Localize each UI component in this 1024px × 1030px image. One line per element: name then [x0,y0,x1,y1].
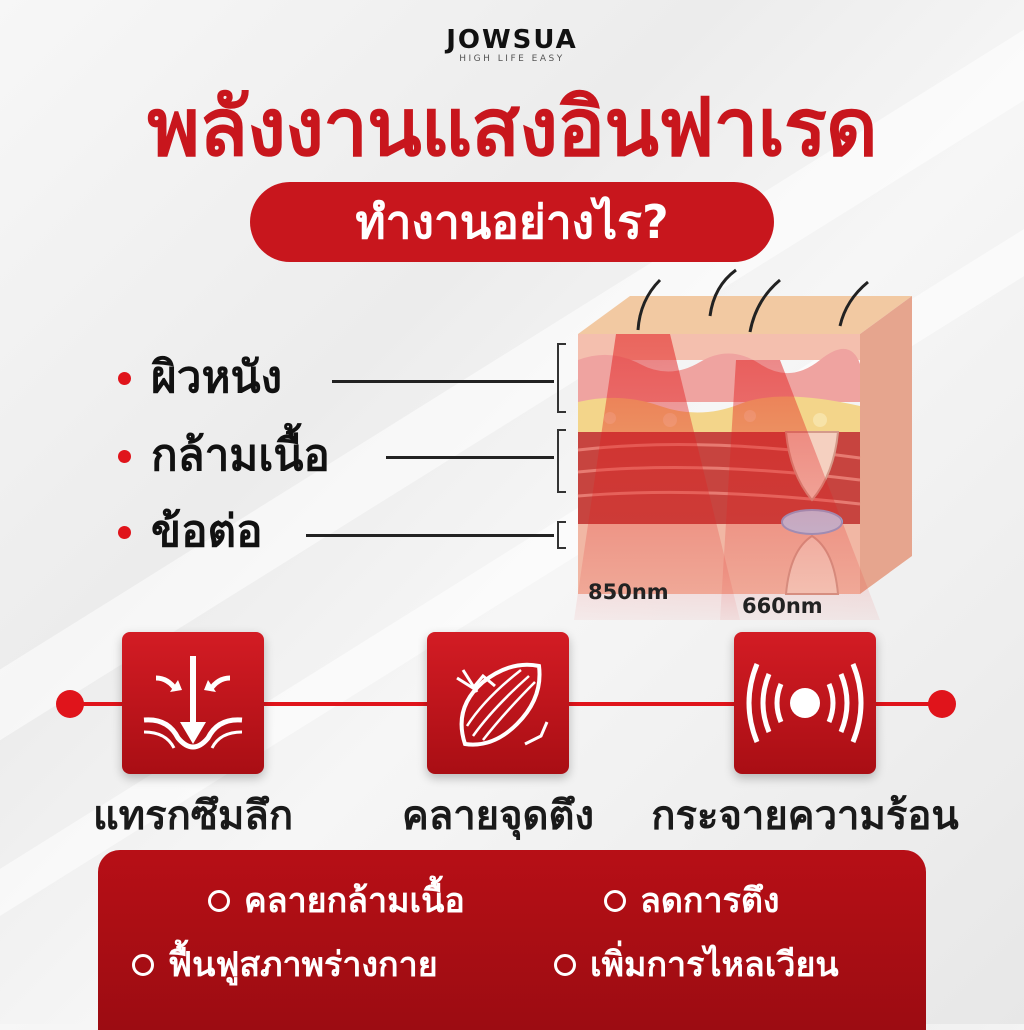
feature-card-penetrate [122,632,264,774]
page-title: พลังงานแสงอินฟาเรด [147,81,878,174]
benefit-text: เพิ่มการไหลเวียน [590,945,839,985]
wavelength-850-label: 850nm [588,580,669,604]
benefit-text: คลายกล้ามเนื้อ [244,881,465,921]
layer-label-text: ข้อต่อ [151,506,263,557]
circle-bullet-icon [604,890,626,912]
brand-logo: JOWSUA HIGH LIFE EASY [0,26,1024,65]
heat-wave-icon [746,663,864,743]
bullet-icon [118,525,131,539]
penetrate-icon [143,656,243,750]
benefit-item: ฟื้นฟูสภาพร่างกาย [132,944,438,986]
feature-caption-muscle: คลายจุดตึง [401,793,595,839]
brand-tagline: HIGH LIFE EASY [459,54,565,64]
benefit-text: ฟื้นฟูสภาพร่างกาย [168,945,438,985]
leader-line-joint [306,534,554,537]
leader-line-muscle [386,456,554,459]
feature-card-heat [734,632,876,774]
feature-caption-heat: กระจายความร้อน [651,793,959,839]
subtitle-pill: ทำงานอย่างไร? [250,182,774,262]
brand-name: JOWSUA [446,25,578,55]
benefit-item: ลดการตึง [604,880,780,922]
leader-line-skin [332,380,554,383]
layer-label-skin: ผิวหนัง [118,352,282,404]
circle-bullet-icon [554,954,576,976]
layer-label-text: กล้ามเนื้อ [151,430,330,481]
wavelength-660-label: 660nm [742,594,823,618]
benefit-item: เพิ่มการไหลเวียน [554,944,839,986]
benefit-item: คลายกล้ามเนื้อ [208,880,465,922]
layer-label-muscle: กล้ามเนื้อ [118,430,330,482]
circle-bullet-icon [132,954,154,976]
connector-dot-left [56,690,84,718]
connector-dot-right [928,690,956,718]
layer-label-text: ผิวหนัง [151,352,283,403]
benefits-panel [98,850,926,1030]
muscle-icon [456,662,549,747]
bullet-icon [118,371,131,385]
circle-bullet-icon [208,890,230,912]
bullet-icon [118,449,131,463]
skin-cross-section-illustration [557,268,912,620]
benefit-text: ลดการตึง [640,881,780,921]
feature-card-muscle [427,632,569,774]
feature-caption-penetrate: แทรกซึมลึก [92,793,294,839]
layer-label-joint: ข้อต่อ [118,506,263,558]
